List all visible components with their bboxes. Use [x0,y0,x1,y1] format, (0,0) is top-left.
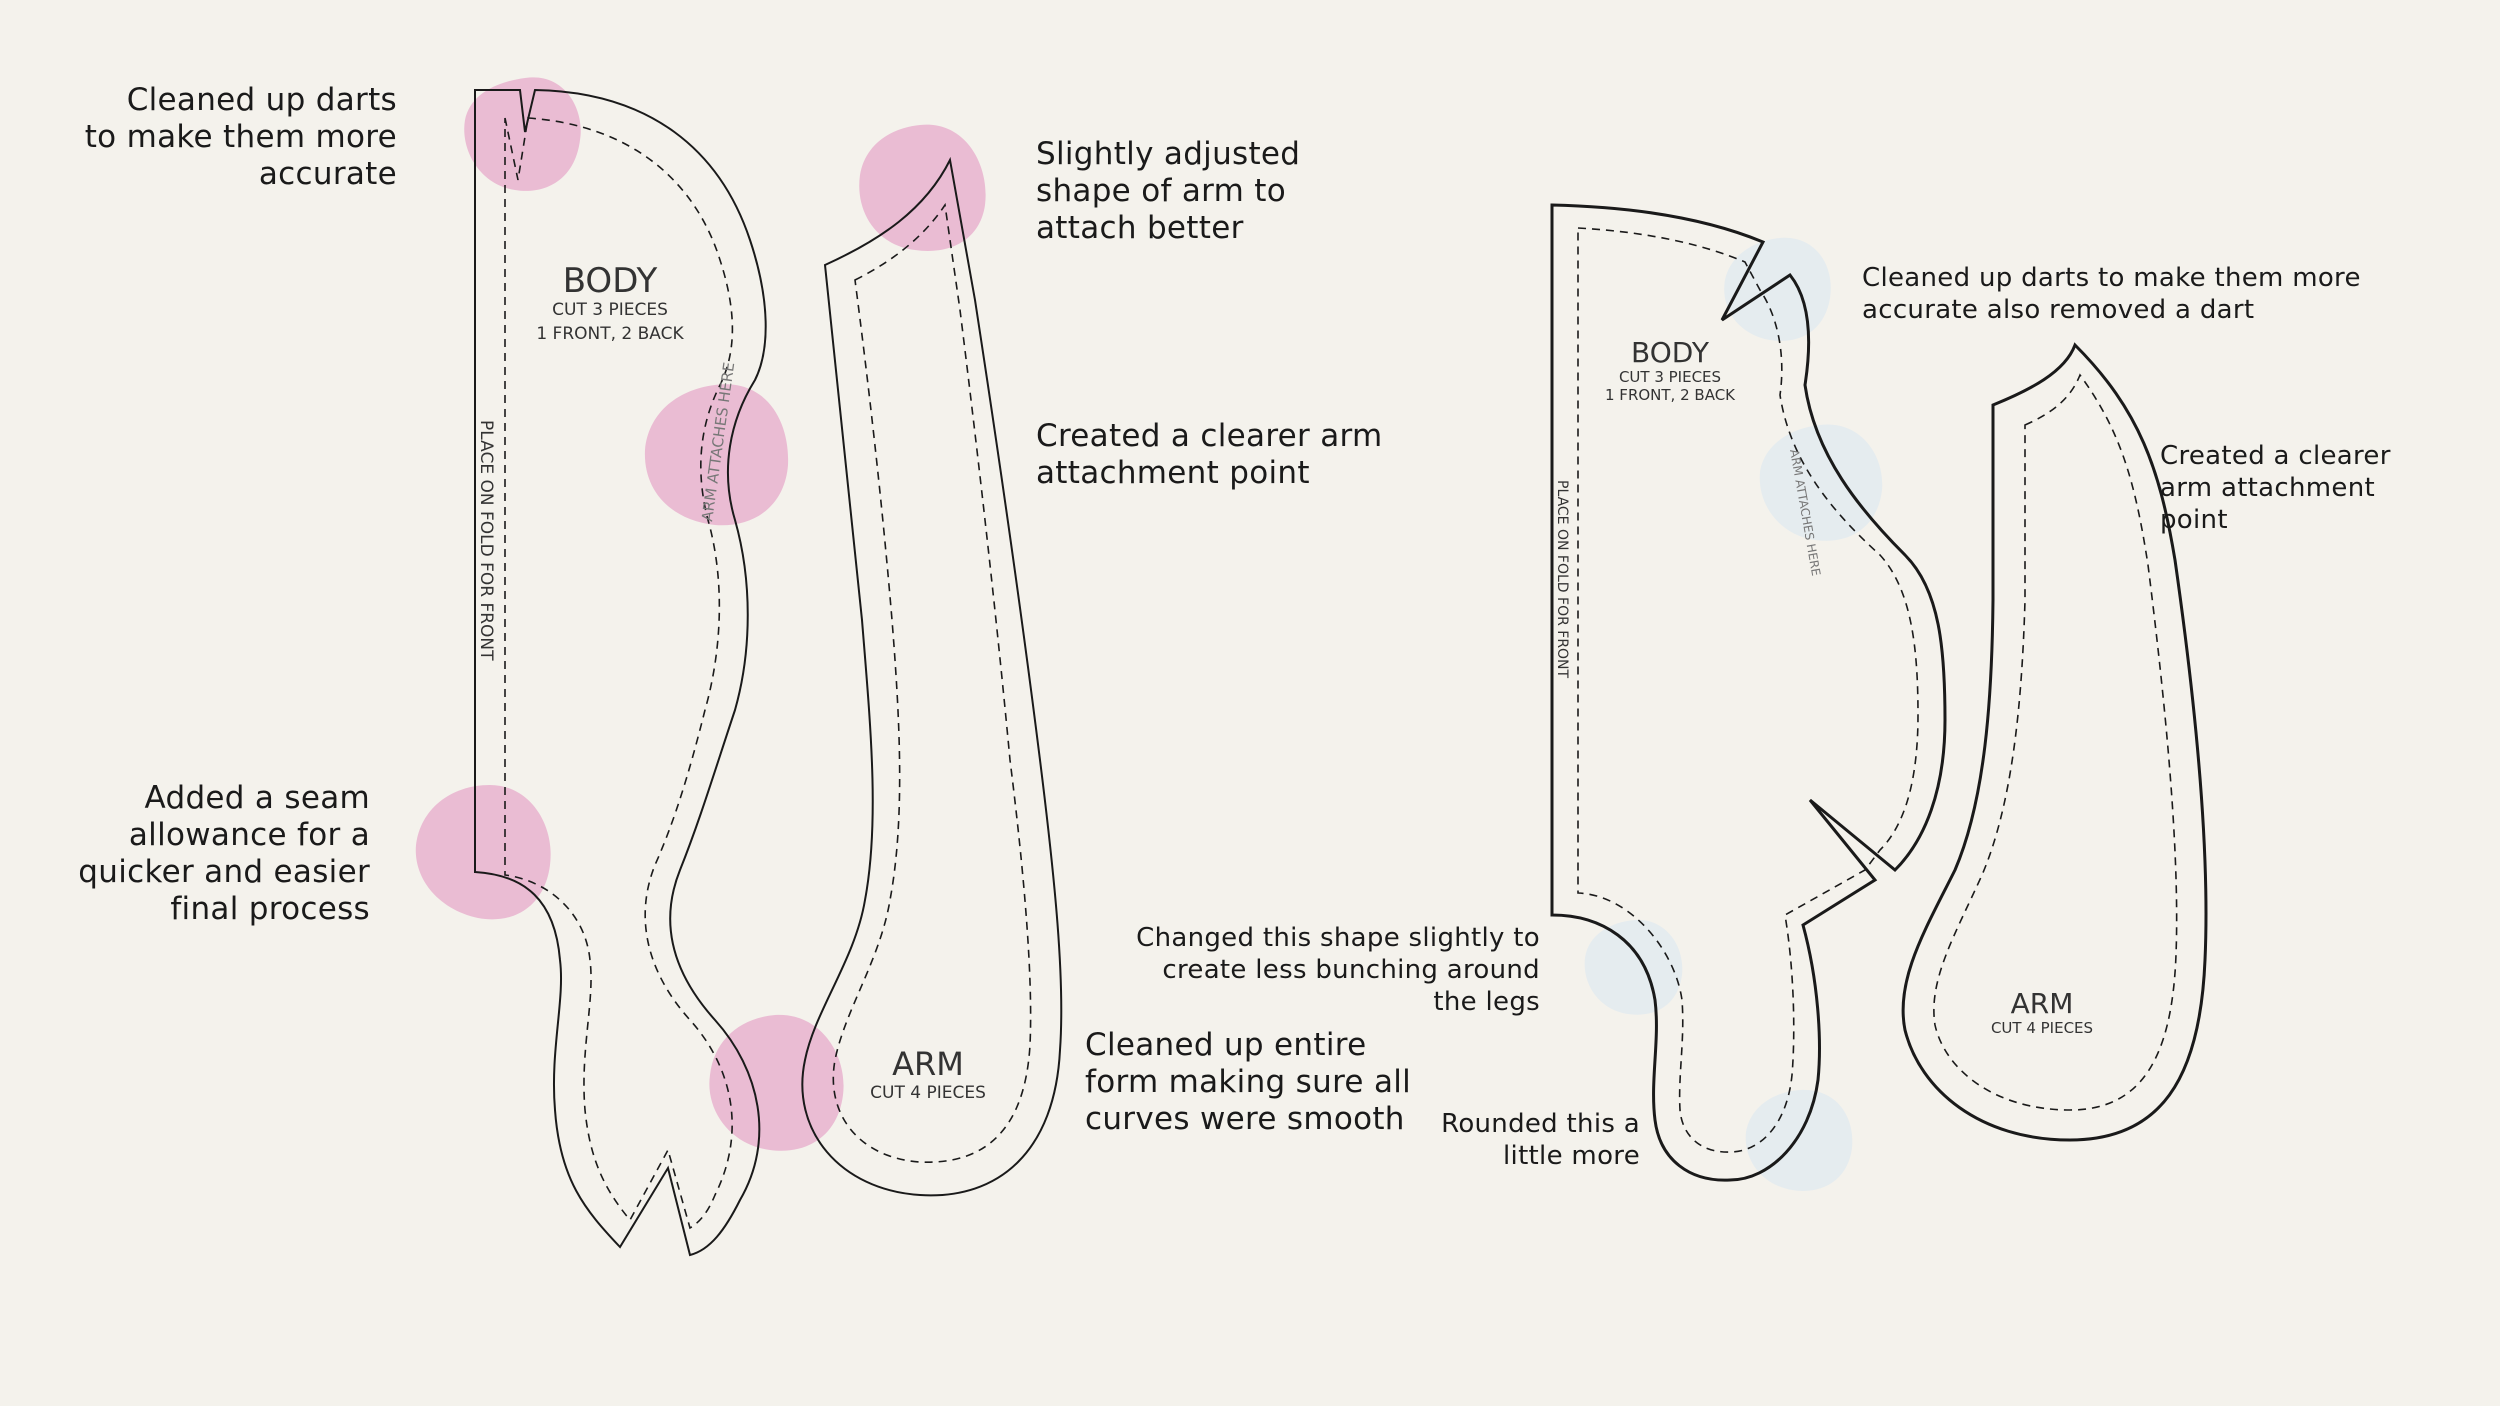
note-old-darts: Cleaned up darts to make them more accur… [84,82,397,192]
new-body-seam [1577,227,1919,1153]
note-new-darts: Cleaned up darts to make them more accur… [1862,263,2361,325]
new-arm-outline [1901,342,2208,1142]
new-fold-label: PLACE ON FOLD FOR FRONT [1554,480,1570,679]
old-fold-label: PLACE ON FOLD FOR FRONT [476,420,496,661]
new-highlights [1584,237,1883,1191]
new-arm-seam [1933,373,2178,1111]
old-arm-title: ARM [892,1045,964,1083]
note-old-form: Cleaned up entire form making sure all c… [1085,1027,1412,1137]
highlight-arm-attach [644,384,789,526]
note-new-rounded: Rounded this a little more [1441,1109,1640,1171]
new-body-piece [1550,203,1947,1182]
old-body-cut: CUT 3 PIECES [552,300,668,320]
highlight-form [709,1014,844,1151]
old-arm-labels: ARM CUT 4 PIECES [870,1045,986,1103]
highlight-new-arm [1759,424,1883,541]
new-body-detail: 1 FRONT, 2 BACK [1605,386,1736,404]
new-arm-labels: ARM CUT 4 PIECES [1991,987,2093,1037]
old-highlights [415,77,986,1151]
new-body-outline [1550,203,1947,1182]
new-body-cut: CUT 3 PIECES [1619,368,1721,386]
highlight-darts [464,77,581,191]
old-body-seam [504,117,734,1230]
new-arm-cut: CUT 4 PIECES [1991,1019,2093,1037]
old-arm-piece [801,156,1063,1197]
old-arm-cut: CUT 4 PIECES [870,1083,986,1103]
note-new-arm-attach: Created a clearer arm attachment point [2160,441,2391,535]
old-body-outline [474,88,767,1257]
note-old-arm-attach: Created a clearer arm attachment point [1036,418,1383,491]
new-body-title: BODY [1631,336,1710,369]
new-arm-piece [1901,342,2208,1142]
note-new-legs: Changed this shape slightly to create le… [1136,923,1540,1017]
highlight-seam [415,785,551,920]
note-old-arm-shape: Slightly adjusted shape of arm to attach… [1036,136,1301,246]
highlight-new-legs [1584,919,1683,1015]
highlight-new-darts [1724,237,1831,341]
new-arm-title: ARM [2011,987,2074,1020]
old-body-title: BODY [563,261,658,301]
note-old-seam: Added a seam allowance for a quicker and… [78,780,370,927]
old-body-piece [474,88,767,1257]
old-arm-seam [832,202,1032,1163]
old-arm-outline [801,156,1063,1197]
highlight-arm-top [859,124,986,251]
old-body-detail: 1 FRONT, 2 BACK [536,324,684,344]
